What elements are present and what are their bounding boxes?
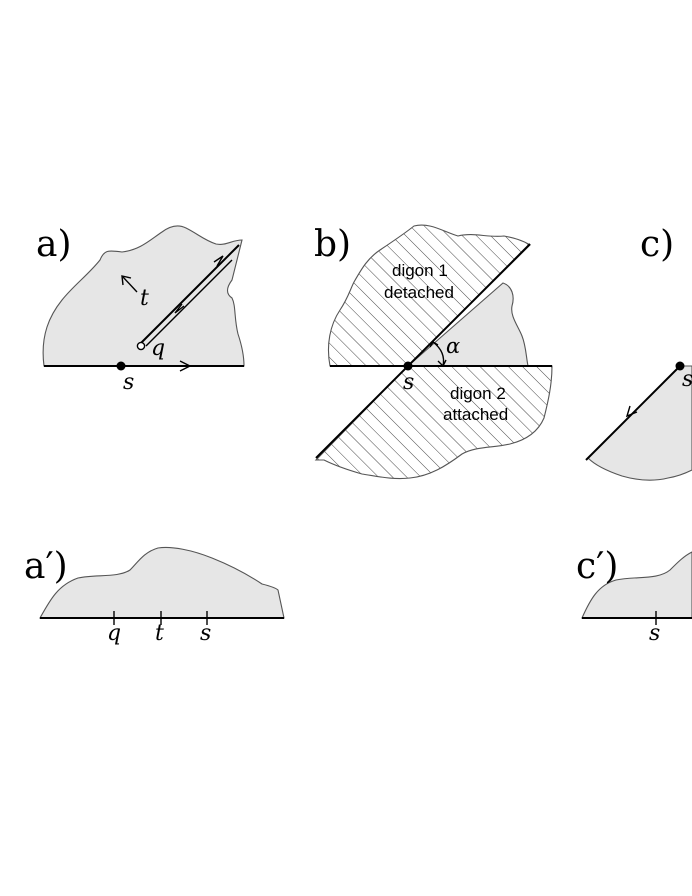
panel-a-t-arrow-head: [121, 275, 132, 286]
panel-b-digon-2-line-1: digon 2: [450, 384, 506, 403]
panel-a-label-s: s: [123, 370, 134, 395]
panel-a-label-t: t: [140, 286, 149, 311]
panel-a-slit-outer: [140, 244, 240, 344]
panel-a-baseline-arrowhead: [179, 360, 192, 372]
panel-c-prime-label-s: s: [649, 621, 660, 646]
panel-a-prime-label: a′): [24, 546, 68, 587]
panel-a-slit-inner: [145, 259, 233, 347]
panel-b-diagonal: [315, 243, 531, 459]
panel-a-prime: a′) q t s: [24, 546, 285, 646]
panel-b-label-s: s: [403, 370, 414, 395]
panel-a-t-arrow-shaft: [122, 276, 138, 293]
panel-a-slit-arrow-down: [174, 303, 185, 314]
panel-a-point-q: [136, 341, 146, 351]
panel-a-point-s: [116, 361, 126, 371]
panel-b-label-alpha: α: [446, 334, 460, 358]
panel-a-slit-arrow-up: [213, 255, 224, 267]
panel-c-label: c): [640, 224, 674, 265]
panel-b-label: b): [314, 224, 351, 265]
panel-b-gray-region: [406, 282, 529, 367]
panel-a-prime-label-t: t: [155, 621, 164, 646]
panel-a-prime-profile: [39, 546, 285, 619]
panel-b-digon-2-line-2: attached: [443, 405, 508, 424]
panel-c-point-s: [675, 361, 685, 371]
panel-b-digon-1-line-2: detached: [384, 283, 454, 302]
panel-c-prime-label: c′): [576, 546, 618, 587]
panel-b-digon-1-line-1: digon 1: [392, 261, 448, 280]
panel-a-prime-label-s: s: [200, 621, 211, 646]
panel-c-region: [587, 365, 692, 481]
panel-c-prime: c′) s: [576, 546, 692, 646]
panel-a-prime-label-q: q: [107, 621, 121, 646]
panel-c-prime-profile: [581, 551, 692, 619]
panel-c: c) s: [585, 224, 692, 481]
panel-a-label-q: q: [151, 336, 165, 361]
panel-a-region: [42, 225, 245, 367]
panel-b-point-s: [403, 361, 413, 371]
panel-c-arrowhead: [625, 405, 638, 418]
panel-b-alpha-arrow-top: [429, 341, 439, 348]
panel-a: a) t q s: [36, 224, 245, 395]
panel-b-digon-2: [314, 365, 553, 480]
panel-c-label-s: s: [682, 367, 692, 392]
panel-b-digon-1: [327, 224, 531, 367]
panel-b-alpha-arrow-bottom: [437, 359, 447, 368]
panel-b: b) digon 1 detached digon 2 attached α s: [314, 224, 553, 480]
panel-a-label: a): [36, 224, 72, 265]
